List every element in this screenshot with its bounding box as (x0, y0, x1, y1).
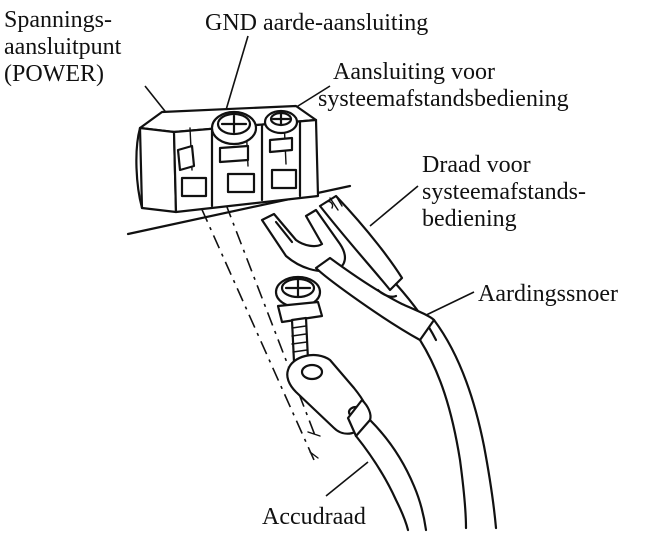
label-remote-wire-line2: systeemafstands- (422, 179, 586, 205)
leader-gnd (225, 35, 249, 111)
label-battery-wire: Accudraad (262, 504, 366, 530)
label-power-line2: aansluitpunt (4, 34, 122, 60)
label-power-line3: (POWER) (4, 61, 104, 87)
ground-fork-lug (260, 208, 346, 273)
label-remote-conn-line1: Aansluiting voor (333, 59, 495, 85)
label-gnd: GND aarde-aansluiting (205, 10, 428, 36)
battery-wire (354, 418, 428, 532)
label-remote-wire-line3: bediening (422, 206, 517, 232)
remote-screw-icon (263, 109, 299, 154)
label-ground-cord: Aardingssnoer (478, 281, 618, 307)
loose-screw-icon (274, 275, 324, 364)
remote-wire (318, 194, 438, 342)
alignment-line-left (177, 155, 315, 461)
power-terminal-screw (176, 144, 196, 172)
leader-ground-cord (419, 291, 475, 319)
leader-battery-wire (325, 461, 369, 497)
label-remote-conn-line2: systeemafstandsbediening (318, 86, 569, 112)
gnd-screw-icon (210, 110, 258, 164)
label-remote-wire-line1: Draad voor (422, 152, 531, 178)
battery-ring-lug (286, 353, 372, 438)
leader-remote-wire (369, 185, 419, 227)
label-power-line1: Spannings- (4, 7, 112, 33)
ground-cord (314, 256, 498, 530)
alignment-ticks (307, 431, 321, 459)
